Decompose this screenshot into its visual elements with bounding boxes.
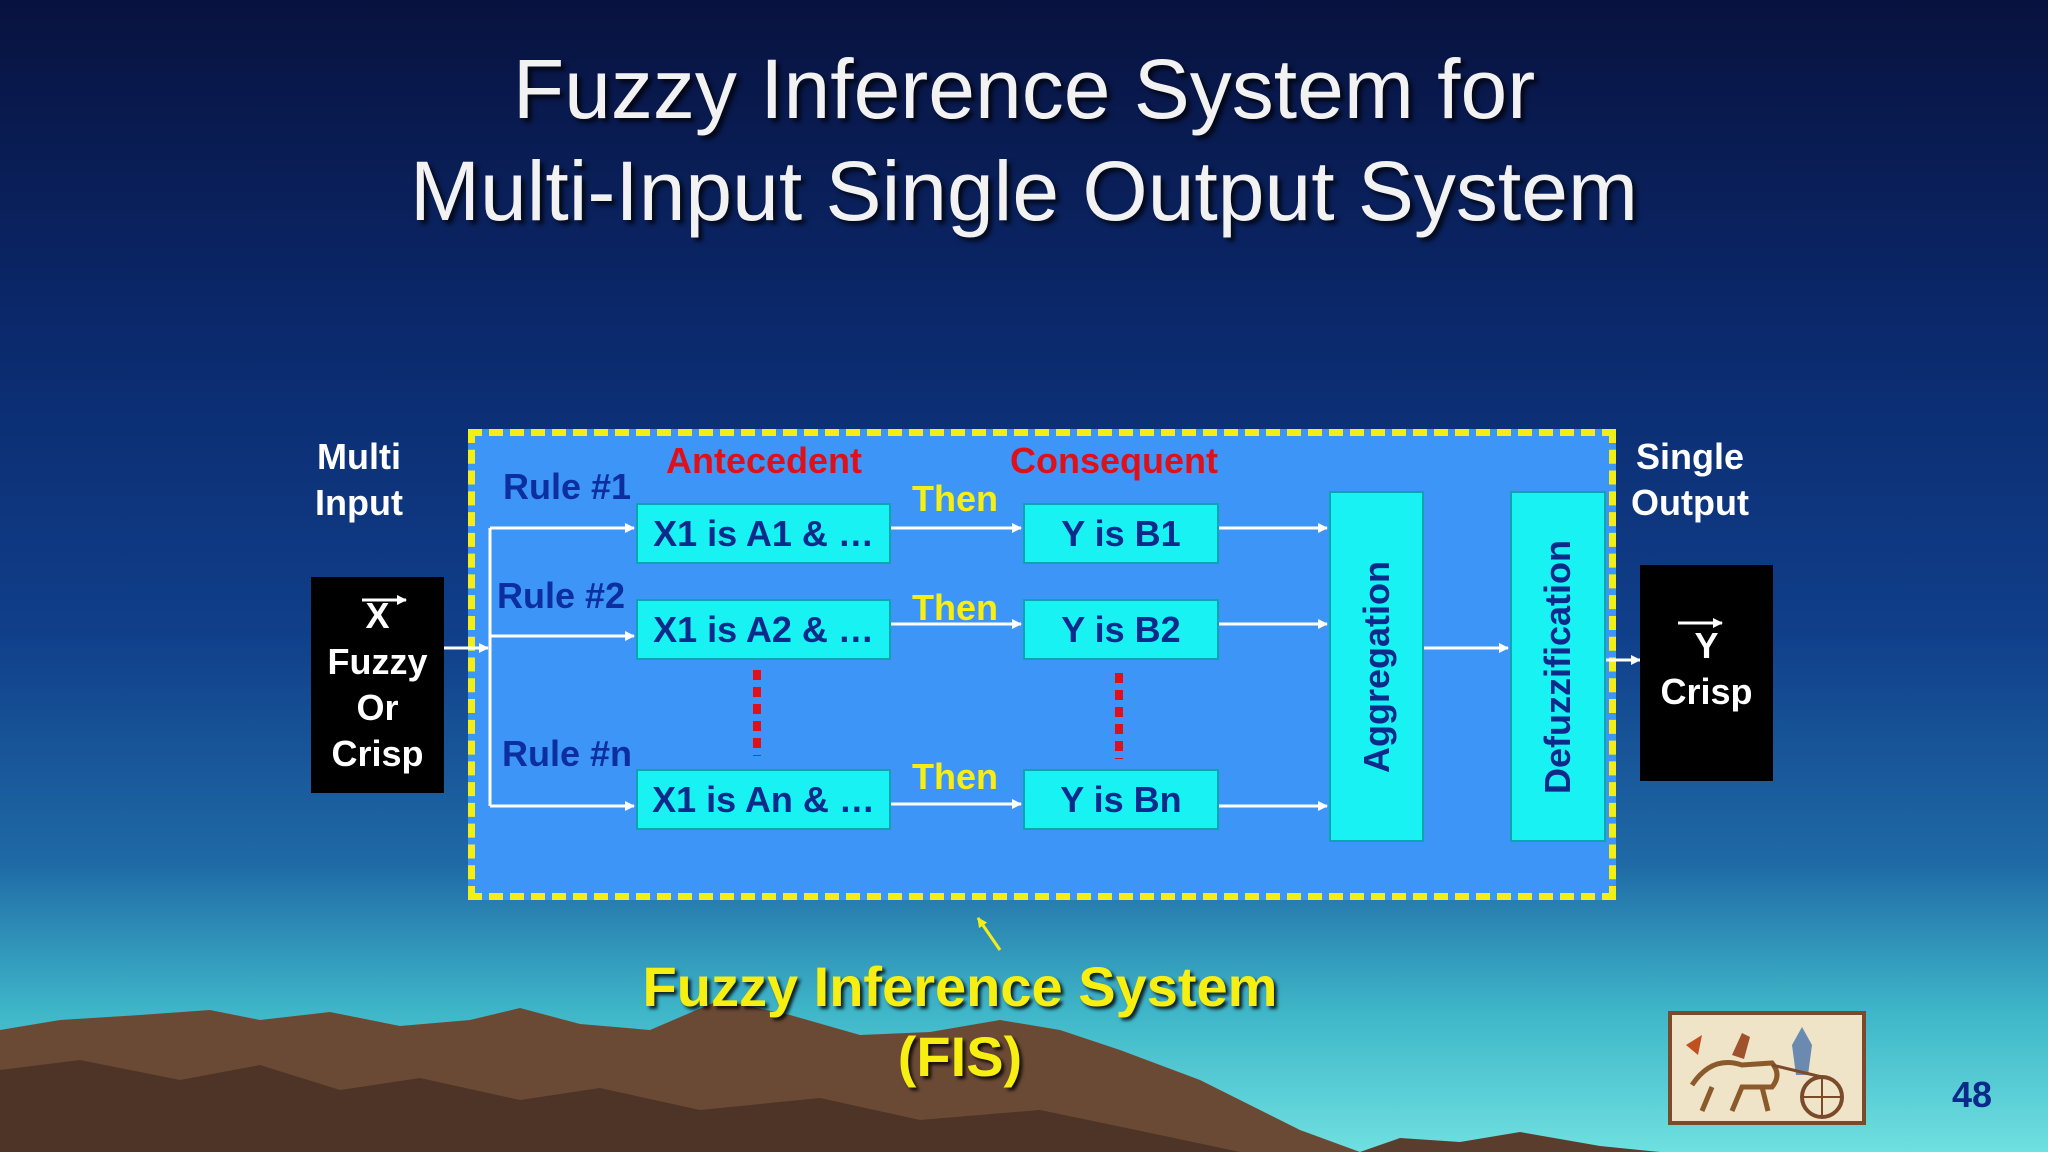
then-label-1: Then xyxy=(912,478,998,519)
fis-caption-line-2: (FIS) xyxy=(897,1025,1023,1088)
chariot-thumbnail-image xyxy=(1668,1011,1866,1125)
defuzzification-label: Defuzzification xyxy=(1537,539,1578,794)
title-line-1: Fuzzy Inference System for xyxy=(512,42,1536,136)
single-output-line-1: Single xyxy=(1635,436,1745,477)
antecedent-ellipsis xyxy=(753,670,761,756)
consequent-box-2: Y is B2 xyxy=(1023,599,1219,660)
page-number: 48 xyxy=(1952,1074,1993,1115)
rule-n-label: Rule #n xyxy=(502,733,633,774)
input-vector-symbol: X xyxy=(365,595,390,636)
antecedent-box-n: X1 is An & … xyxy=(636,769,891,830)
slide-title: Fuzzy Inference System for Multi-Input S… xyxy=(0,38,2048,242)
title-line-2: Multi-Input Single Output System xyxy=(410,144,1638,238)
rule-2-label: Rule #2 xyxy=(497,575,626,616)
consequent-box-1: Y is B1 xyxy=(1023,503,1219,564)
multi-input-line-2: Input xyxy=(315,482,403,523)
output-vector-symbol: Y xyxy=(1694,625,1719,666)
fis-caption: Fuzzy Inference System (FIS) xyxy=(560,952,1360,1092)
input-box-line-2: Or xyxy=(356,687,399,728)
antecedent-box-2: X1 is A2 & … xyxy=(636,599,891,660)
rule-1-label: Rule #1 xyxy=(503,466,632,507)
multi-input-line-1: Multi xyxy=(317,436,401,477)
aggregation-block: Aggregation xyxy=(1329,491,1424,842)
mountain-silhouette xyxy=(0,1000,1660,1152)
output-box-line-1: Crisp xyxy=(1660,671,1753,712)
antecedent-header: Antecedent xyxy=(666,440,863,481)
multi-input-label: Multi Input xyxy=(300,434,418,526)
single-output-label: Single Output xyxy=(1622,434,1758,526)
input-box: X Fuzzy Or Crisp xyxy=(311,577,444,793)
input-box-line-1: Fuzzy xyxy=(327,641,428,682)
consequent-header: Consequent xyxy=(1010,440,1219,481)
then-label-n: Then xyxy=(912,756,998,797)
output-box: Y Crisp xyxy=(1640,565,1773,781)
consequent-box-n: Y is Bn xyxy=(1023,769,1219,830)
consequent-ellipsis xyxy=(1115,673,1123,759)
fis-caption-line-1: Fuzzy Inference System xyxy=(642,955,1278,1018)
antecedent-box-1: X1 is A1 & … xyxy=(636,503,891,564)
then-label-2: Then xyxy=(912,587,998,628)
aggregation-label: Aggregation xyxy=(1355,560,1397,773)
input-box-line-3: Crisp xyxy=(331,733,424,774)
defuzzification-block: Defuzzification xyxy=(1510,491,1606,842)
single-output-line-2: Output xyxy=(1631,482,1749,523)
chariot-icon xyxy=(1672,1015,1862,1121)
